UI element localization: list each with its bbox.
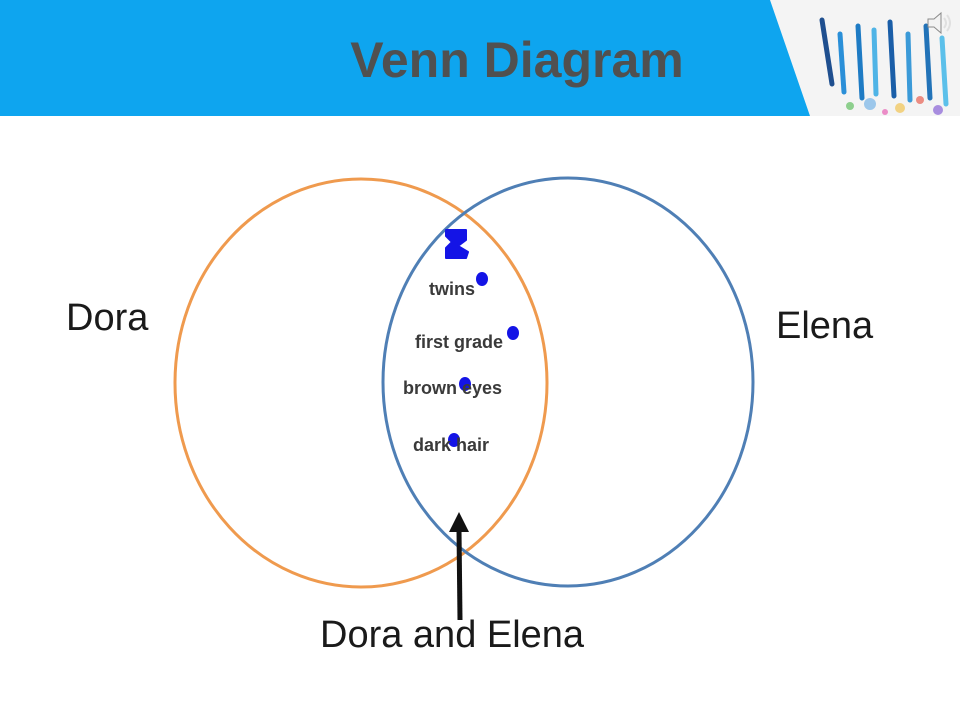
bullet-dot (459, 377, 471, 391)
elena-circle (381, 176, 755, 588)
pen-annotation-marks (445, 229, 519, 447)
dora-label: Dora (66, 297, 149, 339)
bullet-dot (507, 326, 519, 340)
bullet-dot (448, 433, 460, 447)
shared-trait: first grade (415, 332, 504, 352)
arrow-to-intersection (449, 512, 469, 621)
speaker-icon[interactable] (924, 8, 954, 38)
dora-circle (173, 177, 549, 589)
shared-trait: twins (429, 279, 476, 299)
intersection-label: Dora and Elena (320, 614, 585, 656)
shared-trait: dark hair (413, 435, 490, 455)
shared-trait: brown eyes (403, 378, 503, 398)
bullet-dot (476, 272, 488, 286)
colored-pencils-image (770, 0, 960, 116)
slide-title: Venn Diagram (350, 32, 684, 88)
elena-label: Elena (776, 305, 874, 347)
pen-scribble (445, 229, 469, 259)
